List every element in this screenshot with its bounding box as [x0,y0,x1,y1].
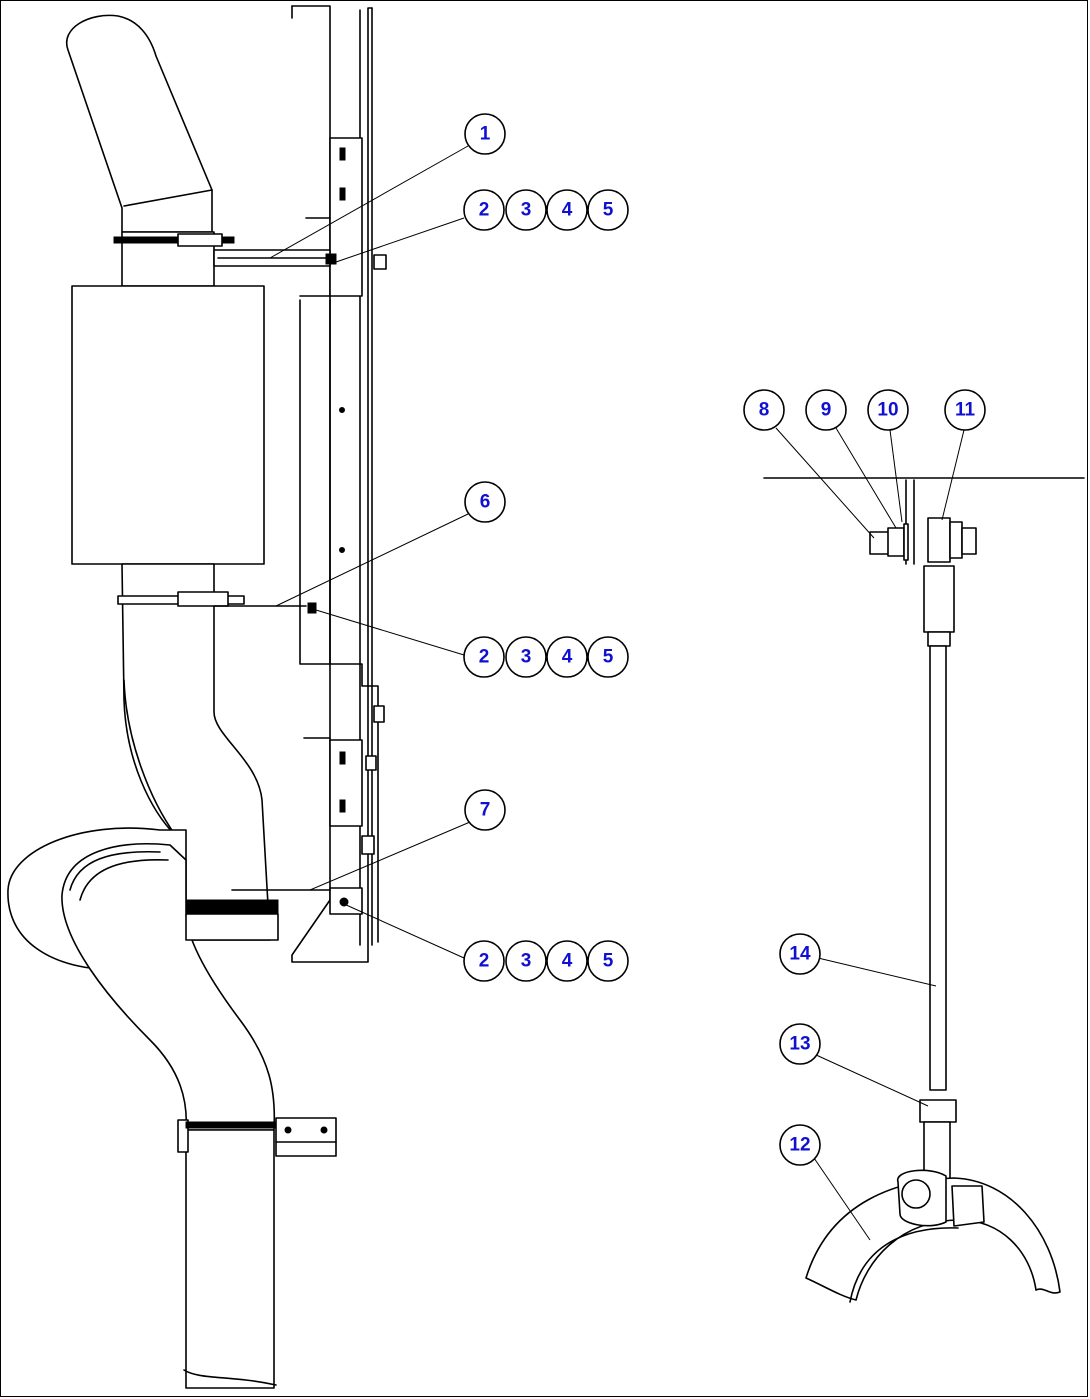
mounting-frame-rail [291,5,387,963]
lower-nut [919,1099,957,1123]
svg-text:5: 5 [603,647,614,668]
callout-4-bottom: 4 [546,940,588,982]
svg-text:6: 6 [480,492,491,513]
svg-text:1: 1 [480,124,491,145]
support-rod [929,645,947,1091]
callout-3-bottom: 3 [505,940,547,982]
svg-text:7: 7 [480,800,491,821]
washer [903,523,909,561]
callout-4-top: 4 [546,189,588,231]
svg-text:5: 5 [603,951,614,972]
svg-text:4: 4 [562,200,573,221]
svg-text:14: 14 [789,944,811,965]
tail-pipe [177,1117,337,1389]
callout-14: 14 [779,933,821,975]
callout-3-middle: 3 [505,636,547,678]
callout-2-top: 2 [463,189,505,231]
svg-text:3: 3 [521,200,532,221]
callout-2-middle: 2 [463,636,505,678]
callout-9: 9 [805,389,847,431]
rod-sleeve-upper [923,565,955,633]
callout-8: 8 [743,389,785,431]
callout-2-bottom: 2 [463,940,505,982]
svg-text:4: 4 [562,951,573,972]
callout-5-top: 5 [587,189,629,231]
svg-text:13: 13 [789,1034,810,1055]
svg-text:12: 12 [789,1135,810,1156]
svg-text:10: 10 [877,400,898,421]
svg-text:2: 2 [479,200,490,221]
svg-text:5: 5 [603,200,614,221]
upper-clamp [113,233,337,267]
callout-3-top: 3 [505,189,547,231]
exhaust-elbow-lower [61,843,276,1131]
bolt-head [869,531,891,555]
lower-clamp [185,889,331,941]
svg-text:9: 9 [821,400,832,421]
svg-text:3: 3 [521,647,532,668]
callout-10: 10 [867,389,909,431]
svg-text:4: 4 [562,647,573,668]
exhaust-elbow-top [65,14,213,233]
muffler [71,285,265,565]
leader-lines-right [775,427,965,1241]
callout-1: 1 [464,113,506,155]
svg-text:8: 8 [759,400,770,421]
callout-11: 11 [944,389,986,431]
rod-end [927,517,951,563]
nut [887,527,905,557]
svg-text:3: 3 [521,951,532,972]
callout-12: 12 [779,1124,821,1166]
svg-text:11: 11 [955,400,976,421]
callout-5-bottom: 5 [587,940,629,982]
callout-6: 6 [464,481,506,523]
support-rod-detail [763,427,1085,1303]
pipe-clamp-saddle [805,1169,1061,1303]
exhaust-assembly [7,5,471,1389]
callout-7: 7 [464,789,506,831]
svg-text:2: 2 [479,647,490,668]
svg-text:2: 2 [479,951,490,972]
callout-4-middle: 4 [546,636,588,678]
callout-5-middle: 5 [587,636,629,678]
leader-lines-left [269,145,471,959]
middle-clamp [117,591,317,614]
callout-13: 13 [779,1023,821,1065]
